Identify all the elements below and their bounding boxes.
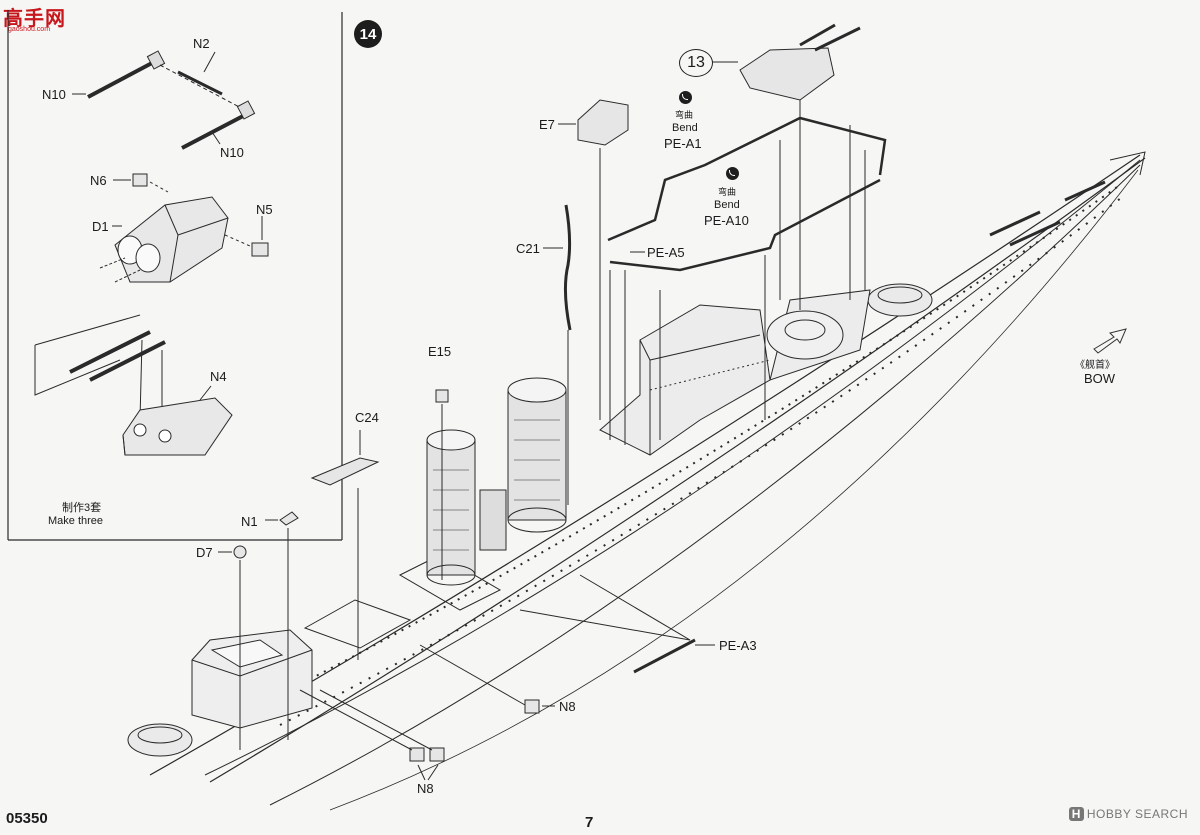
n2-part xyxy=(177,70,223,96)
step-number-badge: 14 xyxy=(354,20,382,48)
d1-turret xyxy=(114,196,229,283)
bend1-en: Bend xyxy=(672,122,698,134)
n10-lower-part xyxy=(181,100,256,150)
bend2-cn: 弯曲 xyxy=(718,187,737,197)
site-logo-subtext: gaoshou.com xyxy=(8,26,51,33)
label-c24: C24 xyxy=(355,410,379,425)
label-n8-right: N8 xyxy=(559,699,576,714)
d7-part xyxy=(233,545,247,559)
label-n10-bottom: N10 xyxy=(220,145,244,160)
n8-part-c xyxy=(429,747,445,762)
e15-part xyxy=(435,389,449,403)
turret-13 xyxy=(739,23,861,101)
label-pe-a3: PE-A3 xyxy=(719,638,757,653)
label-n6: N6 xyxy=(90,173,107,188)
watermark-text: HOBBY SEARCH xyxy=(1086,807,1188,821)
n1-part xyxy=(279,511,299,526)
label-n10-left: N10 xyxy=(42,87,66,102)
label-d7: D7 xyxy=(196,545,213,560)
bow-label-en: BOW xyxy=(1084,371,1116,386)
label-e15: E15 xyxy=(428,344,452,359)
bow-label-cn: 《舰首》 xyxy=(1075,360,1115,371)
label-n8-bottom: N8 xyxy=(417,781,434,796)
label-c21: C21 xyxy=(516,241,540,256)
label-n5: N5 xyxy=(256,202,273,217)
c21-part xyxy=(563,204,572,331)
label-n1: N1 xyxy=(241,514,258,529)
funnel-aft xyxy=(426,429,476,586)
label-d1: D1 xyxy=(92,219,109,234)
bend1-cn: 弯曲 xyxy=(675,110,694,120)
label-n2: N2 xyxy=(193,36,210,51)
pe-a1-rail xyxy=(607,116,887,242)
product-code: 05350 xyxy=(6,810,48,827)
label-pe-a1: PE-A1 xyxy=(664,136,702,151)
n8-part-b xyxy=(409,747,425,762)
n4-base xyxy=(122,397,233,456)
pe-a10-rail xyxy=(609,178,881,272)
page-number: 7 xyxy=(585,814,594,831)
e7-part xyxy=(577,99,629,146)
bend2-en: Bend xyxy=(714,199,740,211)
c24-part xyxy=(310,457,380,486)
callout-13: 13 xyxy=(679,49,713,77)
aft-superstructure xyxy=(191,629,313,729)
bend-icon xyxy=(726,167,739,180)
bow-arrow-icon xyxy=(1093,328,1127,354)
site-logo: 高手网 xyxy=(3,8,66,30)
n8-part-a xyxy=(524,699,540,714)
label-n4: N4 xyxy=(210,369,227,384)
watermark-badge: H xyxy=(1068,807,1084,821)
bridge-superstructure xyxy=(599,289,871,456)
inset-note-cn: 制作3套 xyxy=(62,502,102,514)
label-pe-a5: PE-A5 xyxy=(647,245,685,260)
n10-upper-part xyxy=(87,50,166,99)
label-e7: E7 xyxy=(539,117,555,132)
pe-a3-part xyxy=(633,638,696,674)
funnel-fore xyxy=(507,377,567,533)
inset-note-en: Make three xyxy=(48,515,104,527)
label-pe-a10: PE-A10 xyxy=(704,213,749,228)
bend-icon xyxy=(679,91,692,104)
